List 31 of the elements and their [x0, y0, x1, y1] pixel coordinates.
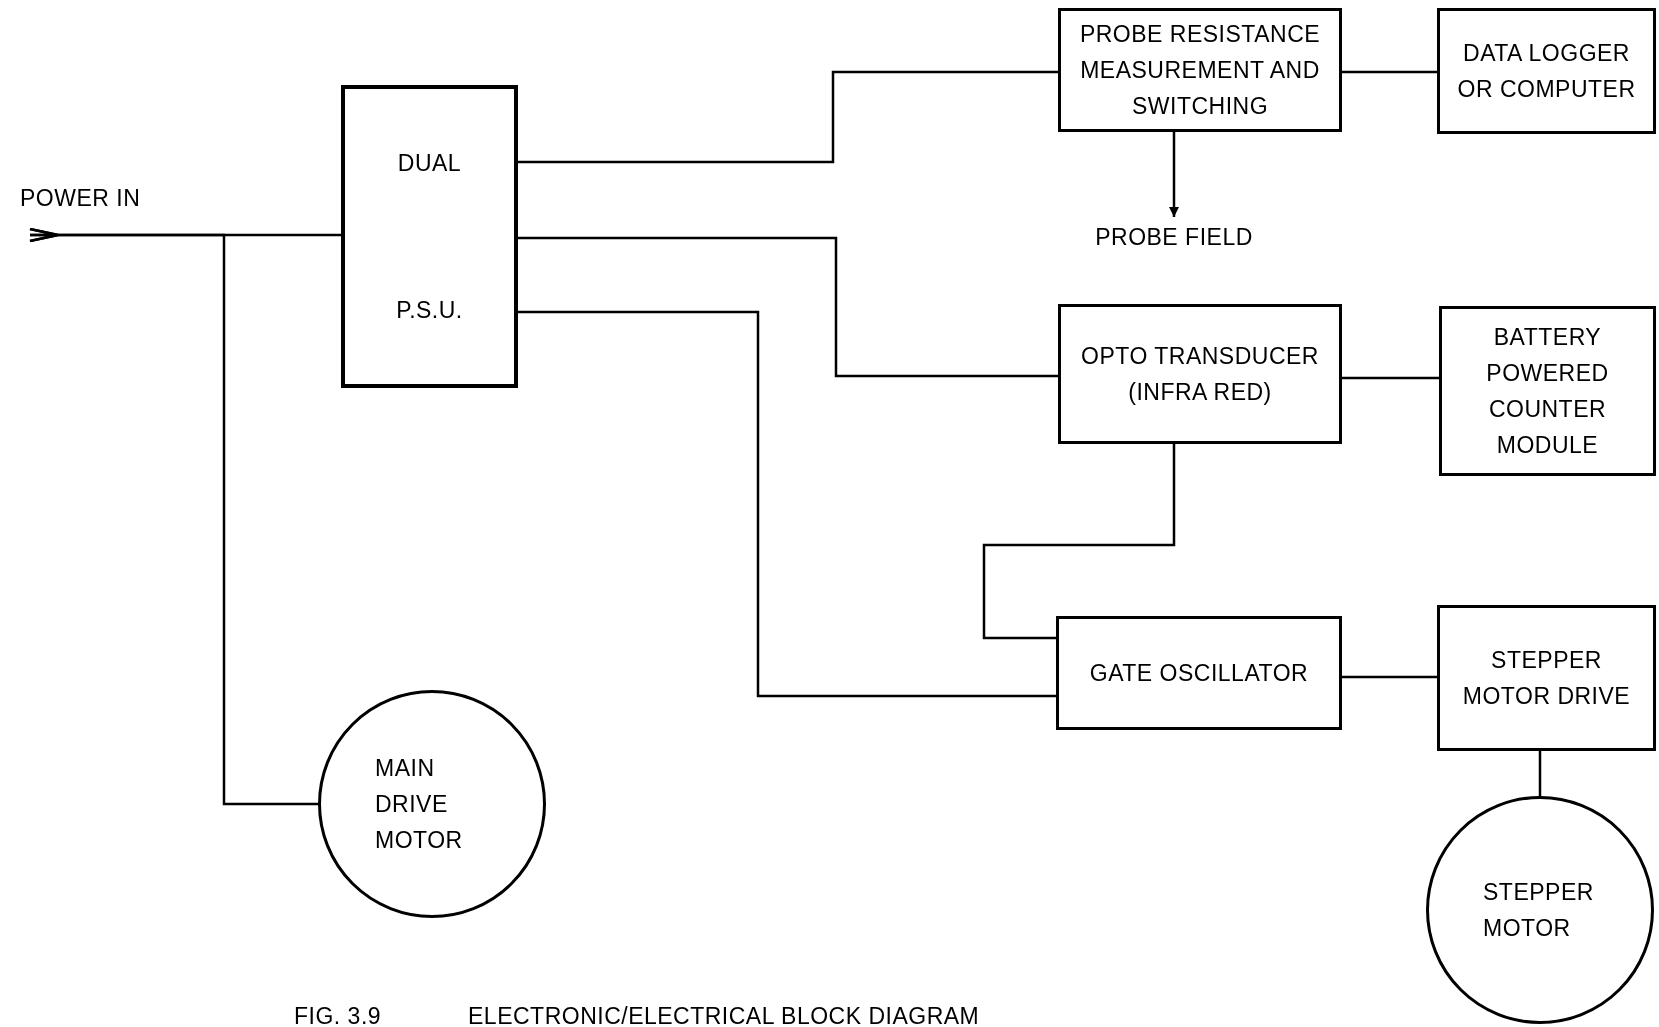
node-text: STEPPER MOTOR DRIVE	[1461, 646, 1632, 711]
connector-line	[518, 310, 1056, 698]
connector-line	[1538, 751, 1542, 796]
oscillator-box	[1056, 616, 1342, 730]
node-text: BATTERY POWERED COUNTER MODULE	[1485, 323, 1610, 460]
arrow	[1169, 132, 1179, 217]
figure-number: FIG. 3.9	[294, 1002, 382, 1027]
label-text: POWER IN	[19, 184, 142, 213]
logger-box	[1437, 8, 1656, 134]
node-text: DUAL	[396, 149, 463, 178]
connector-line	[518, 236, 1058, 378]
measurement-box	[1058, 8, 1342, 132]
motor-drive-box	[1437, 605, 1656, 751]
power-supply-box	[341, 85, 518, 388]
node-text: P.S.U.	[395, 296, 464, 325]
connector-line	[982, 444, 1176, 640]
node-text: OPTO TRANSDUCER (INFRA RED)	[1080, 342, 1320, 407]
transducer-box	[1058, 304, 1342, 444]
node-text: MAIN DRIVE MOTOR	[374, 754, 464, 855]
node-text: DATA LOGGER OR COMPUTER	[1456, 39, 1637, 104]
node-text: GATE OSCILLATOR	[1088, 659, 1310, 688]
caption: ELECTRONIC/ELECTRICAL BLOCK DIAGRAM	[468, 1002, 980, 1027]
node-text: STEPPER MOTOR	[1482, 878, 1595, 943]
arrow	[28, 227, 318, 806]
counter-module-box	[1439, 306, 1656, 476]
label-text: PROBE FIELD	[1094, 223, 1254, 252]
connector-line	[518, 70, 1058, 164]
connector-line	[1342, 70, 1437, 74]
node-text: PROBE RESISTANCE MEASUREMENT AND SWITCHING	[1078, 20, 1322, 121]
connector-line	[1342, 675, 1437, 679]
connector-line	[1342, 376, 1439, 380]
